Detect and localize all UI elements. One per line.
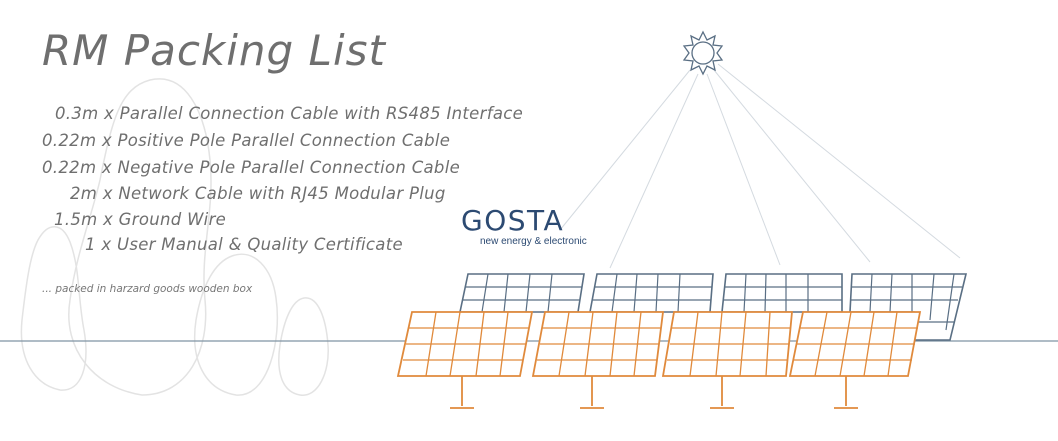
page-title: RM Packing List	[42, 26, 386, 75]
brand-logo: GOSTA new energy & electronic	[461, 206, 587, 248]
brand-name: GOSTA	[461, 204, 565, 237]
solar-panel-front-4	[788, 311, 922, 409]
list-item: 2m x Network Cable with RJ45 Modular Plu…	[70, 184, 446, 203]
solar-panel-front-3	[661, 311, 793, 409]
sun-rays	[559, 63, 961, 269]
list-item: 0.22m x Positive Pole Parallel Connectio…	[42, 131, 451, 150]
back-solar-panels	[459, 273, 968, 341]
list-item: 0.22m x Negative Pole Parallel Connectio…	[42, 158, 461, 177]
solar-panel-back-3	[721, 273, 843, 313]
list-item: 0.3m x Parallel Connection Cable with RS…	[55, 104, 524, 123]
list-item: 1 x User Manual & Quality Certificate	[85, 235, 403, 254]
solar-panel-front-2	[531, 311, 665, 409]
list-item: 1.5m x Ground Wire	[54, 210, 227, 229]
packing-note: ... packed in harzard goods wooden box	[42, 283, 253, 295]
solar-panel-back-1	[459, 273, 585, 313]
front-solar-panels	[396, 311, 922, 409]
solar-panel-front-1	[396, 311, 534, 409]
solar-panel-back-2	[589, 273, 714, 313]
tree-outlines	[20, 78, 329, 396]
brand-tagline: new energy & electronic	[480, 236, 587, 247]
sun-icon	[682, 30, 724, 76]
